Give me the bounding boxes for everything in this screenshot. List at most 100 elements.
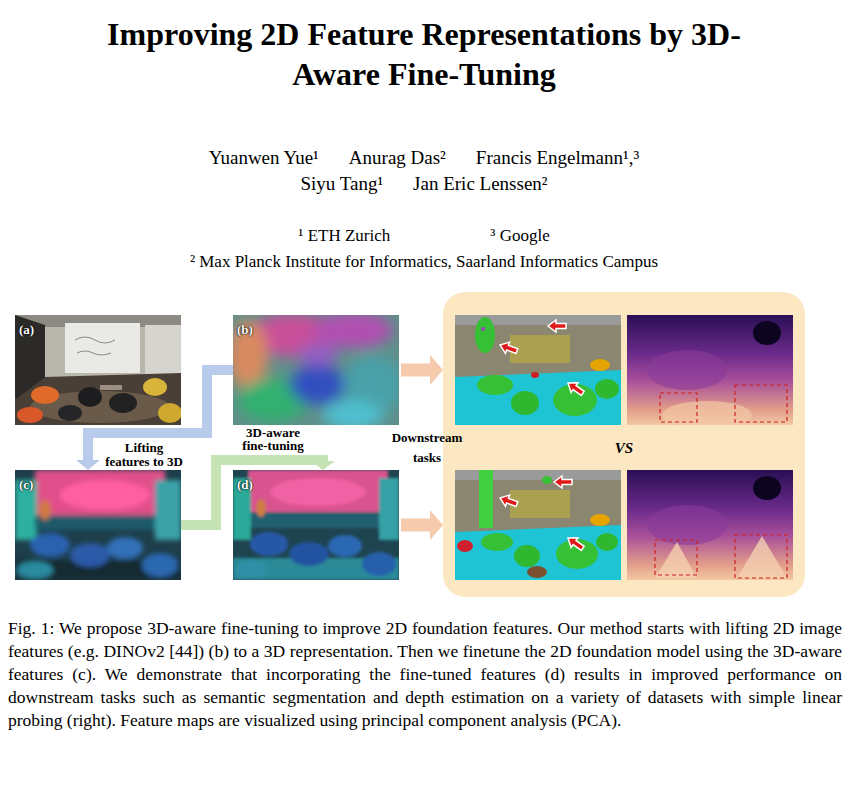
feature-panel: (d): [233, 470, 399, 580]
panel-letter: (c): [19, 477, 33, 492]
lifted-3d-feature-map: [15, 470, 181, 580]
finetuned-feature-map-part: [289, 542, 329, 566]
input-photo-part: [100, 385, 122, 390]
finetuned-feature-map-part: [233, 470, 399, 580]
lifted-3d-feature-map-part: [155, 480, 181, 540]
vs-label: VS: [443, 439, 805, 457]
segmentation-after-part: [457, 540, 473, 552]
depth-after: [627, 470, 793, 580]
segmentation-after-part: [590, 514, 610, 526]
label-holder: Downstream tasks: [381, 428, 473, 468]
depth-after-part: [735, 535, 787, 578]
feature-panel: (c): [15, 470, 181, 580]
arrowhead: [311, 461, 335, 470]
finetuned-feature-map-part: [270, 478, 366, 506]
finetuned-feature-map-part: [250, 532, 288, 556]
author-name: Siyu Tang¹: [300, 172, 383, 196]
input-photo-part: [58, 405, 82, 421]
segmentation-after-part: [479, 470, 493, 528]
edge-label-holder: 3D-aware fine-tuning: [233, 426, 313, 452]
panel-letter-holder: (b): [233, 315, 399, 338]
segmentation-after: [455, 470, 621, 580]
finetuned-feature-map-part: [235, 560, 267, 578]
lifted-3d-feature-map-part: [35, 470, 165, 515]
title-block: Improving 2D Feature Representations by …: [94, 14, 754, 94]
depth-before: [627, 315, 793, 425]
caption-block: Fig. 1: We propose 3D-aware fine-tuning …: [8, 617, 842, 732]
segmentation-before-part: [595, 379, 619, 399]
lifted-3d-feature-map-part: [39, 500, 51, 520]
input-photo-part: [75, 337, 115, 355]
panel-letter: (d): [237, 477, 253, 492]
panel-letter: (b): [237, 322, 253, 337]
input-photo-part: [143, 378, 167, 396]
segmentation-after-part: [455, 525, 621, 580]
results-background: [443, 292, 805, 597]
depth-after-part: [627, 470, 793, 580]
lifted-3d-feature-map-part: [60, 480, 150, 510]
segmentation-before-part: [455, 370, 621, 425]
depth-before-part: [735, 385, 787, 422]
segmentation-before-part: [475, 317, 495, 353]
segmentation-after-part: [455, 470, 621, 580]
input-photo-part: [17, 407, 43, 423]
connector: [401, 355, 443, 385]
text-row: Siyu Tang¹ Jan Eric Lenssen²: [0, 172, 848, 196]
finetuned-feature-map-part: [256, 499, 266, 517]
depth-before-part: [660, 393, 697, 422]
connector-line: [181, 460, 323, 525]
arrowhead: [430, 510, 443, 540]
panel-letter-holder: (a): [15, 315, 181, 338]
dino-feature-map-part: [313, 315, 393, 348]
feature-panel: (b): [233, 315, 399, 425]
finetuned-feature-map-part: [362, 552, 396, 576]
input-photo: [15, 315, 181, 425]
segmentation-after-part: [565, 533, 587, 553]
panel-letter-holder: (c): [15, 470, 181, 493]
text-row: Yuanwen Yue¹Anurag Das²Francis Engelmann…: [0, 146, 848, 170]
affiliation: ¹ ETH Zurich: [298, 225, 390, 247]
segmentation-before-part: [511, 391, 539, 415]
edge-label-holder: Lifting features to 3D: [102, 441, 186, 469]
author-name: Jan Eric Lenssen²: [413, 172, 547, 196]
segmentation-after-part: [514, 545, 540, 567]
connector: [181, 460, 335, 525]
finetuned-feature-map-part: [233, 470, 399, 580]
segmentation-before-part: [481, 327, 485, 331]
segmentation-after-part: [542, 476, 552, 484]
text-row: ² Max Planck Institute for Informatics, …: [0, 251, 848, 273]
edge-label: 3D-aware fine-tuning: [233, 426, 313, 452]
segmentation-before-part: [565, 378, 587, 398]
finetuned-feature-map-part: [251, 512, 399, 528]
segmentation-after-part: [596, 533, 618, 551]
depth-before-part: [662, 401, 752, 425]
lifted-3d-feature-map-part: [17, 561, 53, 579]
depth-after-part: [655, 540, 697, 575]
dino-feature-map-part: [290, 365, 346, 405]
feature-panel: (a): [15, 315, 181, 425]
depth-after-part: [753, 476, 781, 500]
lifted-3d-feature-map-part: [107, 537, 143, 559]
figure-caption: Fig. 1: We propose 3D-aware fine-tuning …: [8, 617, 842, 732]
dino-feature-map-part: [233, 315, 399, 425]
segmentation-before: [455, 315, 621, 425]
arrowhead: [430, 355, 443, 385]
segmentation-after-part: [510, 490, 570, 518]
section-label: Downstream tasks: [381, 428, 473, 468]
lifted-3d-feature-map-part: [15, 470, 181, 580]
input-photo-part: [65, 323, 140, 373]
input-photo-part: [31, 386, 59, 404]
lifted-3d-feature-map-part: [142, 553, 178, 577]
finetuned-feature-map-part: [379, 478, 399, 540]
lifted-3d-feature-map-part: [30, 533, 70, 557]
dino-feature-map-part: [298, 343, 338, 367]
connector-line: [401, 519, 430, 532]
depth-before-part: [753, 321, 781, 345]
paper-title: Improving 2D Feature Representations by …: [94, 14, 754, 94]
segmentation-before-part: [455, 315, 621, 425]
finetuned-feature-map-part: [328, 535, 362, 557]
depth-after-part: [655, 542, 697, 578]
segmentation-before-part: [477, 375, 513, 395]
input-photo-part: [78, 387, 102, 407]
